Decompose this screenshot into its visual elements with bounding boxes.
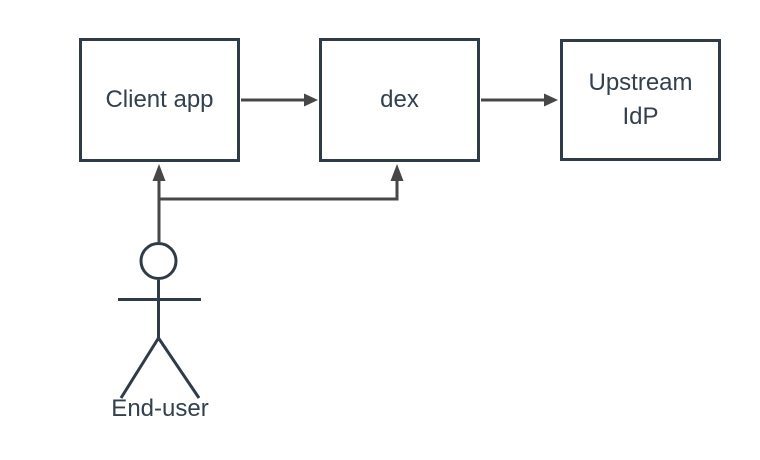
- arrow-enduser-to-dex: [159, 164, 404, 201]
- node-dex-label: dex: [380, 86, 419, 113]
- arrow-dex-to-idp: [481, 93, 558, 107]
- node-upstream-idp: Upstream IdP: [560, 39, 721, 161]
- figure-leg-right: [157, 337, 201, 399]
- end-user-figure: [118, 242, 201, 399]
- node-upstream-idp-label: Upstream IdP: [588, 69, 693, 130]
- arrow-enduser-to-client: [152, 164, 166, 242]
- node-dex: dex: [319, 38, 480, 162]
- figure-head: [139, 242, 178, 280]
- end-user-label: End-user: [111, 395, 209, 422]
- node-client-app: Client app: [79, 38, 240, 162]
- figure-leg-left: [119, 337, 160, 399]
- node-client-app-label: Client app: [105, 86, 214, 113]
- arrow-client-to-dex: [241, 93, 318, 107]
